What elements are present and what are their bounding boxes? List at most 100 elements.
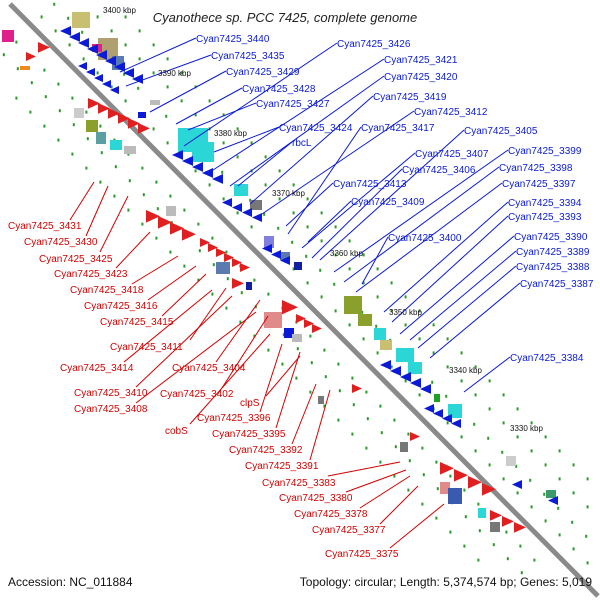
gene-label[interactable]: Cyan7425_3399 <box>508 146 582 157</box>
gene-label[interactable]: Cyan7425_3391 <box>245 461 319 472</box>
gene-label[interactable]: Cyan7425_3380 <box>279 493 353 504</box>
guide-dot <box>67 16 70 20</box>
gene-label[interactable]: Cyan7425_3431 <box>8 221 82 232</box>
gene-arrow <box>78 62 87 71</box>
gene-label[interactable]: Cyan7425_3394 <box>508 198 582 209</box>
gene-label[interactable]: Cyan7425_3435 <box>211 51 285 62</box>
guide-dot <box>96 15 99 19</box>
gene-label[interactable]: Cyan7425_3418 <box>70 285 144 296</box>
gene-box <box>478 508 486 518</box>
gene-box <box>124 146 136 154</box>
gene-label[interactable]: Cyan7425_3415 <box>100 317 174 328</box>
guide-dot <box>110 85 113 89</box>
gene-label[interactable]: Cyan7425_3409 <box>351 197 425 208</box>
guide-dot <box>449 530 452 534</box>
gene-label[interactable]: Cyan7425_3420 <box>384 72 458 83</box>
gene-label[interactable]: Cyan7425_3407 <box>415 149 489 160</box>
callout-line <box>85 185 109 237</box>
gene-label[interactable]: Cyan7425_3388 <box>516 262 590 273</box>
gene-label[interactable]: Cyan7425_3398 <box>499 163 573 174</box>
gene-box <box>506 456 516 466</box>
gene-label[interactable]: Cyan7425_3423 <box>54 269 128 280</box>
gene-label[interactable]: Cyan7425_3396 <box>197 413 271 424</box>
gene-label[interactable]: Cyan7425_3417 <box>361 123 435 134</box>
callout-line <box>259 343 283 413</box>
tick-label: 3390 kbp <box>158 69 191 78</box>
gene-arrow <box>410 432 420 441</box>
guide-dot <box>348 239 351 243</box>
gene-label[interactable]: Cyan7425_3395 <box>212 429 286 440</box>
gene-label[interactable]: Cyan7425_3375 <box>325 549 399 560</box>
guide-dot <box>530 505 533 509</box>
callout-line <box>131 255 179 285</box>
guide-dot <box>477 502 480 506</box>
gene-box <box>294 262 302 270</box>
gene-label[interactable]: Cyan7425_3416 <box>84 301 158 312</box>
guide-dot <box>390 281 393 285</box>
guide-dot <box>236 155 239 159</box>
callout-line <box>69 181 95 221</box>
gene-label[interactable]: Cyan7425_3421 <box>384 55 458 66</box>
gene-label[interactable]: Cyan7425_3440 <box>196 34 270 45</box>
gene-label[interactable]: Cyan7425_3392 <box>229 445 303 456</box>
genome-summary-text: Topology: circular; Length: 5,374,574 bp… <box>300 575 593 589</box>
callout-line <box>287 126 362 235</box>
guide-dot <box>422 473 425 477</box>
gene-box <box>380 340 392 350</box>
gene-label[interactable]: Cyan7425_3413 <box>333 179 407 190</box>
gene-arrow <box>105 56 116 66</box>
gene-label[interactable]: Cyan7425_3408 <box>74 404 148 415</box>
gene-label[interactable]: Cyan7425_3425 <box>39 254 113 265</box>
gene-label[interactable]: Cyan7425_3426 <box>337 39 411 50</box>
gene-box <box>234 184 248 196</box>
gene-label[interactable]: Cyan7425_3430 <box>24 237 98 248</box>
guide-dot <box>516 407 519 411</box>
gene-label[interactable]: Cyan7425_3384 <box>510 353 584 364</box>
gene-label[interactable]: Cyan7425_3383 <box>262 478 336 489</box>
gene-label[interactable]: Cyan7425_3427 <box>256 99 330 110</box>
gene-label[interactable]: Cyan7425_3412 <box>414 107 488 118</box>
guide-dot <box>393 474 396 478</box>
gene-label[interactable]: Cyan7425_3400 <box>388 233 462 244</box>
gene-label[interactable]: Cyan7425_3405 <box>464 126 538 137</box>
guide-dot <box>295 376 298 380</box>
gene-label[interactable]: Cyan7425_3424 <box>279 123 353 134</box>
gene-label[interactable]: Cyan7425_3411 <box>110 342 183 353</box>
guide-dot <box>586 505 589 509</box>
gene-box <box>166 206 176 216</box>
gene-label[interactable]: Cyan7425_3377 <box>312 525 386 536</box>
gene-label[interactable]: Cyan7425_3393 <box>508 212 582 223</box>
guide-dot <box>264 183 267 187</box>
gene-arrow <box>202 168 213 178</box>
guide-dot <box>488 379 491 383</box>
callout-line <box>249 95 374 205</box>
guide-dot <box>180 99 183 103</box>
callout-line <box>115 231 151 269</box>
gene-label[interactable]: Cyan7425_3402 <box>160 389 234 400</box>
gene-label[interactable]: Cyan7425_3414 <box>60 363 134 374</box>
gene-label[interactable]: Cyan7425_3389 <box>516 247 590 258</box>
gene-box <box>250 200 262 210</box>
gene-label[interactable]: cobS <box>165 426 188 437</box>
gene-label[interactable]: Cyan7425_3406 <box>402 165 476 176</box>
gene-label[interactable]: Cyan7425_3428 <box>242 84 316 95</box>
guide-dot <box>362 337 365 341</box>
gene-label[interactable]: Cyan7425_3378 <box>294 509 368 520</box>
gene-label[interactable]: Cyan7425_3404 <box>172 363 246 374</box>
gene-label[interactable]: Cyan7425_3397 <box>502 179 576 190</box>
guide-dot <box>435 516 438 520</box>
gene-arrow <box>440 462 454 475</box>
guide-dot <box>152 127 155 131</box>
gene-label[interactable]: Cyan7425_3390 <box>514 232 588 243</box>
guide-dot <box>558 533 561 537</box>
guide-dot <box>110 29 113 33</box>
gene-label[interactable]: clpS <box>240 398 260 409</box>
gene-label[interactable]: rbcL <box>292 138 312 149</box>
gene-label[interactable]: Cyan7425_3429 <box>226 67 300 78</box>
gene-label[interactable]: Cyan7425_3387 <box>520 279 594 290</box>
gene-label[interactable]: Cyan7425_3410 <box>74 388 148 399</box>
guide-dot <box>352 403 355 407</box>
guide-dot <box>544 519 547 523</box>
gene-label[interactable]: Cyan7425_3419 <box>373 92 447 103</box>
tick-label: 3340 kbp <box>449 366 482 375</box>
